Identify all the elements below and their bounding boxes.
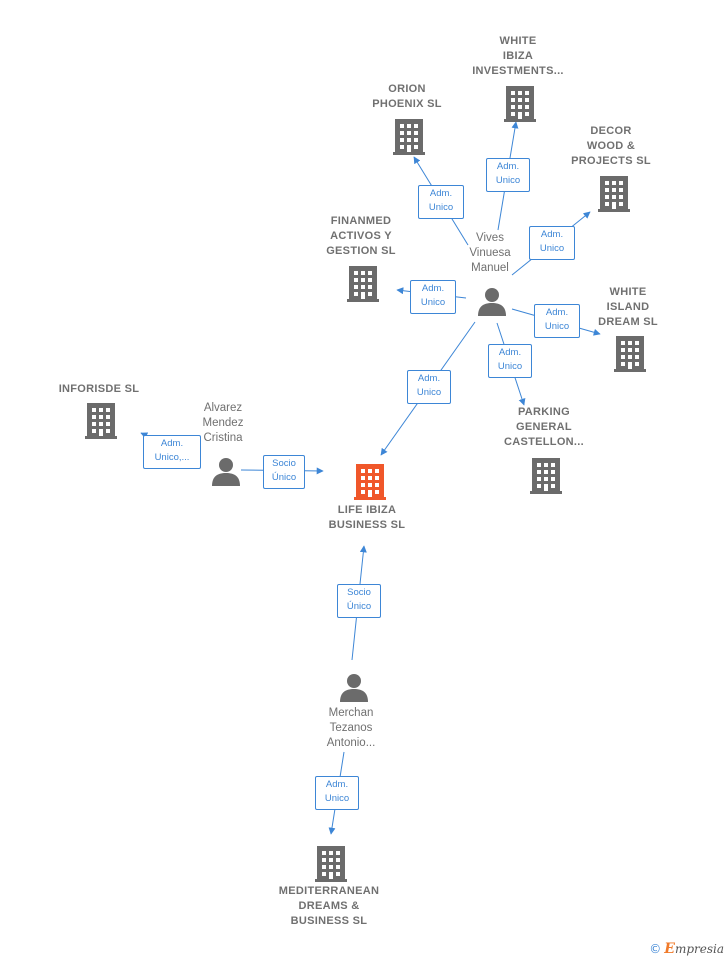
building-icon-parking[interactable] <box>530 458 562 494</box>
node-label-line: CASTELLON... <box>504 436 584 448</box>
node-label-line: ORION <box>388 83 426 95</box>
node-label-parking[interactable]: PARKING GENERAL CASTELLON... <box>484 405 604 450</box>
edge-label-line: Adm. <box>496 161 520 172</box>
building-icon-white-island[interactable] <box>614 336 646 372</box>
edge-label-line: Adm. <box>421 283 445 294</box>
node-label-line: PARKING <box>517 406 570 418</box>
node-label-line: DECOR <box>590 125 632 137</box>
edge-label-line: Adm. <box>498 347 522 358</box>
node-label-decor[interactable]: DECOR WOOD & PROJECTS SL <box>551 124 671 169</box>
node-label-line: Vinuesa <box>469 247 511 259</box>
edge-label-line: Adm. <box>429 188 453 199</box>
edge-label-line: Adm. <box>540 229 564 240</box>
node-label-line: INVESTMENTS... <box>472 65 564 77</box>
edge-label-line: Socio <box>347 587 371 598</box>
node-label-life-ibiza[interactable]: LIFE IBIZA BUSINESS SL <box>307 503 427 533</box>
edge-label-line: Adm. <box>545 307 569 318</box>
edge-label-line: Unico <box>416 387 442 398</box>
node-label-line: INFORISDE SL <box>58 383 140 395</box>
edge-label-line: Unico,... <box>154 452 190 463</box>
node-label-line: PHOENIX SL <box>372 98 442 110</box>
edge-label-line: Unico <box>544 321 570 332</box>
building-icon-orion[interactable] <box>393 119 425 155</box>
edge-label-vives-finanmed[interactable]: Adm. Unico <box>410 280 456 314</box>
edge-label-vives-life[interactable]: Adm. Unico <box>407 370 451 404</box>
edge-label-vives-parking[interactable]: Adm. Unico <box>488 344 532 378</box>
building-icon-finanmed[interactable] <box>347 266 379 302</box>
copyright-symbol: © <box>649 942 662 956</box>
node-label-line: ISLAND <box>606 301 650 313</box>
node-label-line: BUSINESS SL <box>290 915 368 927</box>
node-label-line: Manuel <box>471 262 509 274</box>
edge-label-vives-orion[interactable]: Adm. Unico <box>418 185 464 219</box>
node-label-line: Antonio... <box>326 737 376 749</box>
node-label-line: DREAM SL <box>598 316 658 328</box>
edge-label-line: Unico <box>428 202 454 213</box>
node-label-line: Alvarez <box>203 402 243 414</box>
edge-label-vives-white-island[interactable]: Adm. Unico <box>534 304 580 338</box>
node-label-line: Cristina <box>203 432 243 444</box>
edge-label-line: Socio <box>272 458 296 469</box>
node-label-line: ACTIVOS Y <box>330 230 392 242</box>
brand-logo[interactable]: ©Empresia <box>649 941 724 957</box>
edge-label-line: Unico <box>539 243 565 254</box>
building-icon-inforisde[interactable] <box>85 403 117 439</box>
edge-label-line: Adm. <box>160 438 184 449</box>
node-label-line: GESTION SL <box>326 245 396 257</box>
edge-label-line: Unico <box>495 175 521 186</box>
edge-label-line: Unico <box>324 793 350 804</box>
edge-label-merchan-mediterranean[interactable]: Adm. Unico <box>315 776 359 810</box>
node-label-line: WHITE <box>609 286 647 298</box>
node-label-finanmed[interactable]: FINANMED ACTIVOS Y GESTION SL <box>301 214 421 259</box>
node-label-line: GENERAL <box>516 421 572 433</box>
person-icon-alvarez[interactable] <box>212 458 240 486</box>
node-label-line: Tezanos <box>329 722 373 734</box>
node-label-inforisde[interactable]: INFORISDE SL <box>39 382 159 397</box>
edge-label-line: Unico <box>497 361 523 372</box>
edge-label-line: Unico <box>420 297 446 308</box>
edge-label-vives-white-ibiza[interactable]: Adm. Unico <box>486 158 530 192</box>
node-label-white-ibiza[interactable]: WHITE IBIZA INVESTMENTS... <box>458 34 578 79</box>
building-icon-decor[interactable] <box>598 176 630 212</box>
building-icon-white-ibiza[interactable] <box>504 86 536 122</box>
node-label-line: Merchan <box>328 707 374 719</box>
node-label-line: Vives <box>476 232 504 244</box>
edge-label-line: Único <box>346 601 372 612</box>
node-label-line: FINANMED <box>330 215 392 227</box>
building-icon-life-ibiza[interactable] <box>354 464 386 500</box>
node-label-line: IBIZA <box>502 50 534 62</box>
node-label-line: BUSINESS SL <box>328 519 406 531</box>
node-label-orion[interactable]: ORION PHOENIX SL <box>347 82 467 112</box>
node-label-mediterranean[interactable]: MEDITERRANEAN DREAMS & BUSINESS SL <box>269 884 389 929</box>
node-label-line: PROJECTS SL <box>571 155 651 167</box>
brand-initial: E <box>664 941 675 957</box>
edge-label-line: Adm. <box>417 373 441 384</box>
node-label-line: MEDITERRANEAN <box>278 885 380 897</box>
brand-name: mpresia <box>674 942 724 956</box>
node-label-line: WOOD & <box>586 140 636 152</box>
icons-layer <box>85 86 646 882</box>
node-label-line: WHITE <box>499 35 537 47</box>
edge-label-line: Adm. <box>325 779 349 790</box>
node-label-white-island[interactable]: WHITE ISLAND DREAM SL <box>568 285 688 330</box>
node-label-line: Mendez <box>202 417 244 429</box>
person-icon-merchan[interactable] <box>340 674 368 702</box>
edge-label-alvarez-inforisde[interactable]: Adm. Unico,... <box>143 435 201 469</box>
person-icon-vives[interactable] <box>478 288 506 316</box>
building-icon-mediterranean[interactable] <box>315 846 347 882</box>
node-label-line: LIFE IBIZA <box>337 504 397 516</box>
edge-label-vives-decor[interactable]: Adm. Unico <box>529 226 575 260</box>
edge-label-line: Único <box>271 472 297 483</box>
node-label-line: DREAMS & <box>298 900 360 912</box>
